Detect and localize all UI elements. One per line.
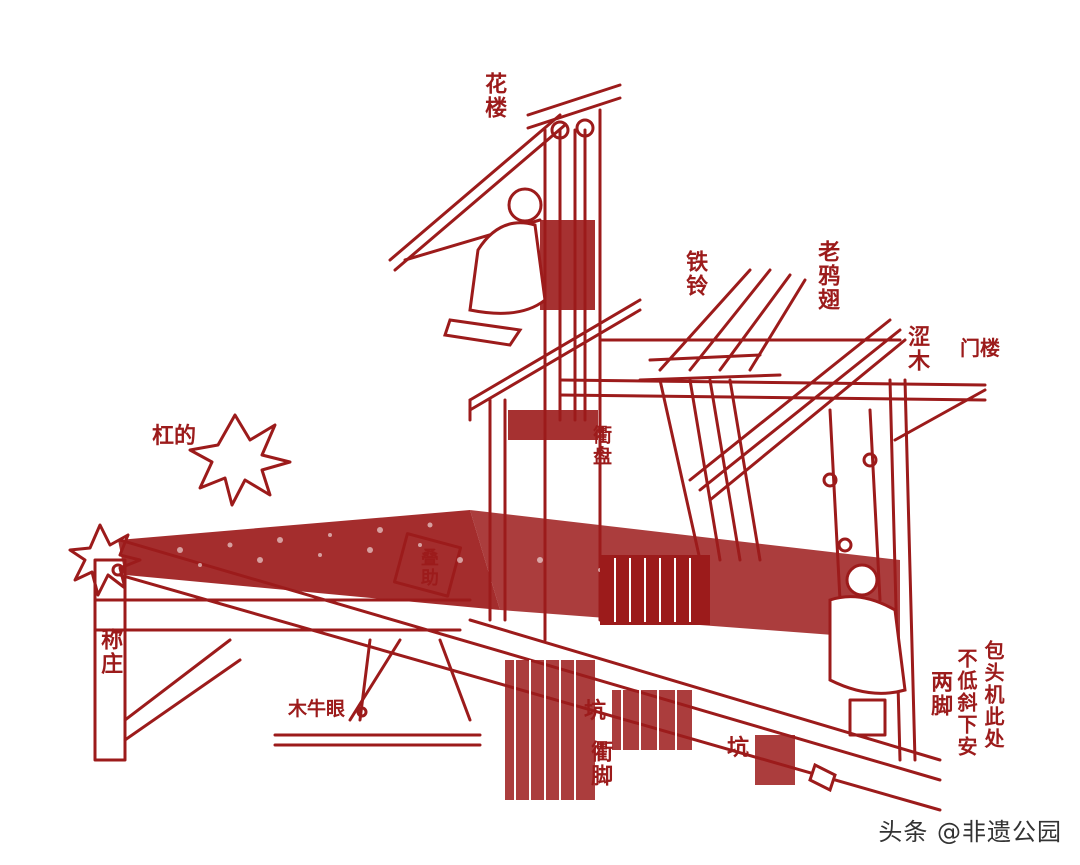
label-note-2: 不低斜下安 xyxy=(954,648,978,758)
label-muniuyan: 木牛眼 xyxy=(288,698,346,720)
label-hualou: 花楼 xyxy=(481,72,508,120)
label-jianmu: 涩木 xyxy=(904,325,931,373)
label-zuozhuang: 称庄 xyxy=(97,628,124,676)
label-keng-right: 坑 xyxy=(727,735,750,761)
label-liangjiao: 两脚 xyxy=(927,670,954,718)
watermark: 头条 @非遗公园 xyxy=(878,818,1062,846)
label-menlou: 门楼 xyxy=(960,336,1000,360)
label-keng-left: 坑 xyxy=(584,698,607,724)
label-diedie: 叠助 xyxy=(417,548,439,588)
label-qujiaopan: 衢盘 xyxy=(589,425,612,467)
label-tieling: 铁铃 xyxy=(682,250,709,298)
label-qujiao: 衢脚 xyxy=(587,740,614,788)
label-note-1: 包头机此处 xyxy=(981,640,1005,750)
label-yanggang: 杠的 xyxy=(152,423,197,449)
label-laoyati: 老鸦翅 xyxy=(814,240,841,312)
